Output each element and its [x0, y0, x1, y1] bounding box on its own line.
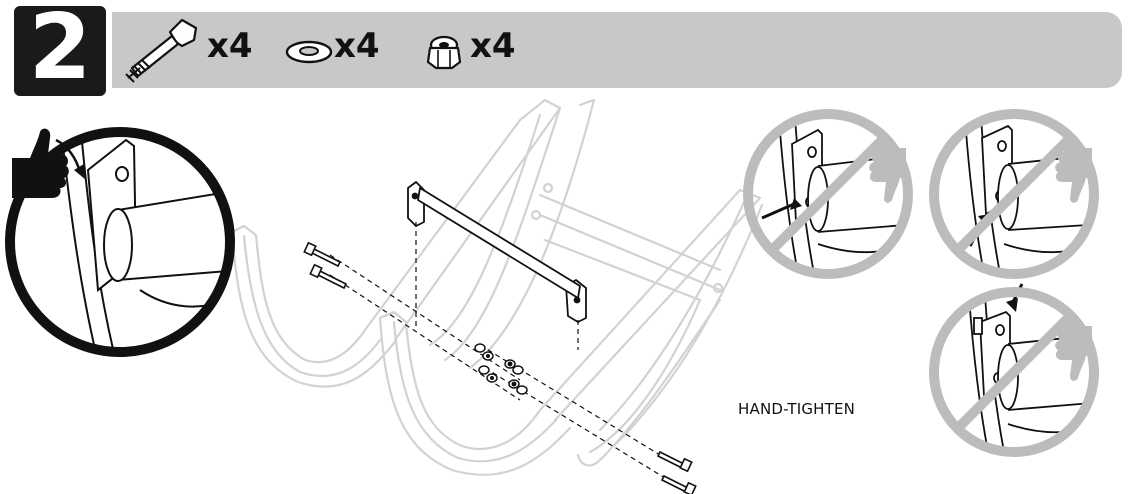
- step-badge: [14, 6, 106, 96]
- hand-tighten-note: HAND-TIGHTEN: [738, 400, 856, 418]
- lock-nut-quantity: x4: [470, 26, 516, 66]
- washer-icon: [285, 40, 333, 64]
- thumbs-down-icon: [1055, 144, 1092, 203]
- thumbs-down-icon: [869, 144, 906, 203]
- thumbs-up-icon: [12, 128, 69, 198]
- incorrect-detail-callout-1: [743, 109, 913, 279]
- bolt-quantity: x4: [207, 26, 253, 66]
- correct-detail-callout: [5, 127, 235, 357]
- hardware-bar: [112, 12, 1122, 88]
- bolt-icon: [125, 18, 198, 83]
- washer-quantity: x4: [334, 26, 380, 66]
- step-number: 2: [28, 0, 92, 100]
- incorrect-detail-callout-3: [929, 283, 1099, 457]
- lock-nut-icon: [426, 35, 462, 70]
- thumbs-down-icon: [1055, 322, 1092, 381]
- incorrect-detail-callout-2: [929, 109, 1099, 279]
